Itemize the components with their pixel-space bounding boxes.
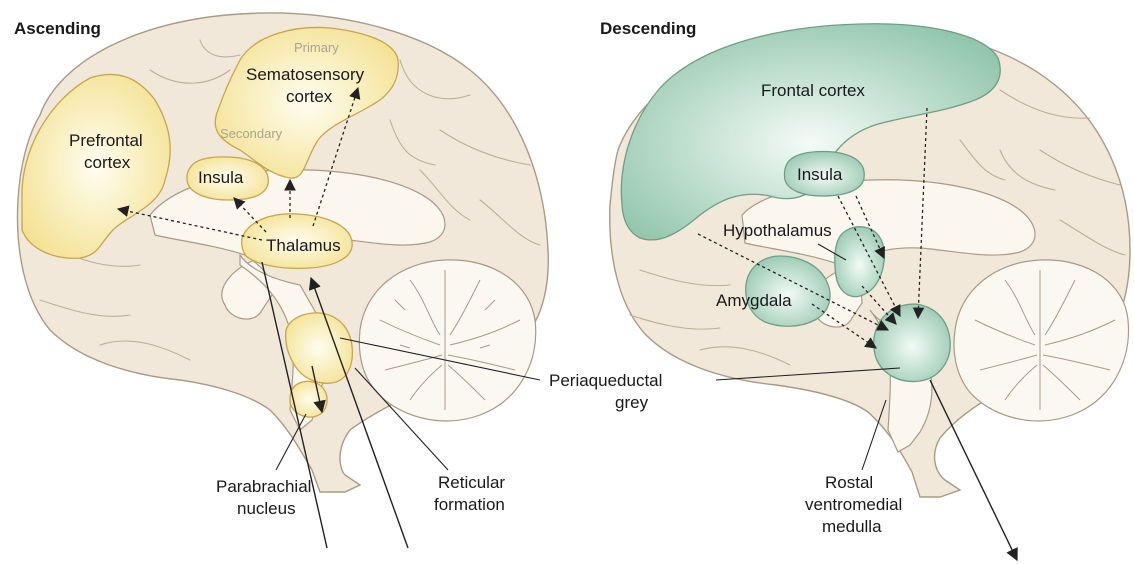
parabrachial-label-line2: nucleus — [237, 499, 296, 518]
hypothalamus-label: Hypothalamus — [723, 221, 832, 240]
periaqueductal-grey-region-descending — [874, 304, 950, 382]
amygdala-label: Amygdala — [716, 291, 792, 310]
reticular-label-line1: Reticular — [438, 473, 505, 492]
rvm-label-line1: Rostal — [825, 473, 873, 492]
parabrachial-label-line1: Parabrachial — [216, 477, 311, 496]
ascending-heading: Ascending — [14, 19, 101, 38]
rvm-label-line2: ventromedial — [805, 495, 902, 514]
prefrontal-label-line2: cortex — [84, 153, 131, 172]
frontal-cortex-label: Frontal cortex — [761, 81, 865, 100]
prefrontal-label-line1: Prefrontal — [69, 131, 143, 150]
reticular-label-line2: formation — [434, 495, 505, 514]
rvm-label-line3: medulla — [822, 517, 882, 536]
somatosensory-label-line2: cortex — [286, 87, 333, 106]
pag-label-line2: grey — [615, 393, 649, 412]
insula-label-ascending: Insula — [198, 168, 244, 187]
descending-panel: Descending Frontal cortex Insula Hypotha… — [549, 19, 1130, 560]
thalamus-label: Thalamus — [266, 236, 341, 255]
ascending-panel: Ascending Primary Sematosensory cortex S… — [14, 13, 548, 548]
descending-heading: Descending — [600, 19, 696, 38]
somatosensory-label-line1: Sematosensory — [246, 65, 365, 84]
primary-label: Primary — [294, 40, 339, 55]
secondary-label: Secondary — [220, 126, 283, 141]
insula-label-descending: Insula — [797, 165, 843, 184]
pag-label-line1: Periaqueductal — [549, 371, 662, 390]
